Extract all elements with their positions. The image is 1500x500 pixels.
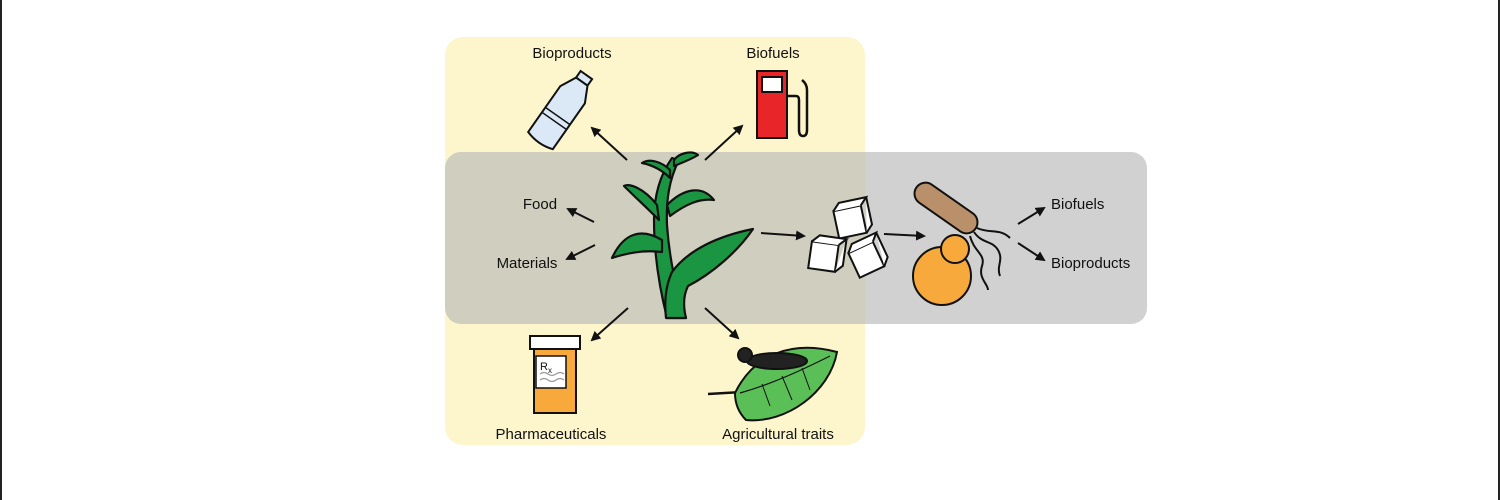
arrow-to-materials [565,244,596,260]
label-biofuels-right: Biofuels [1051,196,1104,213]
plant-icon [610,151,755,320]
arrow-to-biofuels-right [1017,206,1046,225]
label-pharmaceuticals: Pharmaceuticals [496,426,607,443]
rx-label: Rx [540,361,552,375]
sugar-cube [807,234,850,273]
label-bioproducts-top: Bioproducts [532,45,611,62]
arrow-to-biofuels-top [704,124,744,161]
sugar-cube [832,195,874,240]
arrow-to-microbes [883,230,926,241]
leaf-with-caterpillar-icon [707,346,839,422]
pill-bottle-icon [529,335,581,414]
arrow-to-pharmaceuticals [590,307,629,342]
label-materials: Materials [497,255,558,272]
sugar-cubes-icon [807,195,889,280]
label-food: Food [523,196,557,213]
arrow-to-food [566,208,595,223]
arrow-to-bioproducts-right [1017,242,1046,262]
arrow-to-sugars [760,230,806,241]
fuel-pump-icon [756,70,809,139]
bacterium-icon [913,181,1011,291]
plastic-bottle-icon [526,69,594,151]
arrow-to-bioproducts-top [590,126,628,161]
yeast-icon [912,234,972,306]
label-agricultural-traits: Agricultural traits [722,426,834,443]
label-bioproducts-right: Bioproducts [1051,255,1130,272]
arrow-to-agricultural-traits [704,307,740,340]
sugar-cube [847,230,889,280]
microbial-conversion-panel [445,152,1147,324]
label-biofuels-top: Biofuels [746,45,799,62]
